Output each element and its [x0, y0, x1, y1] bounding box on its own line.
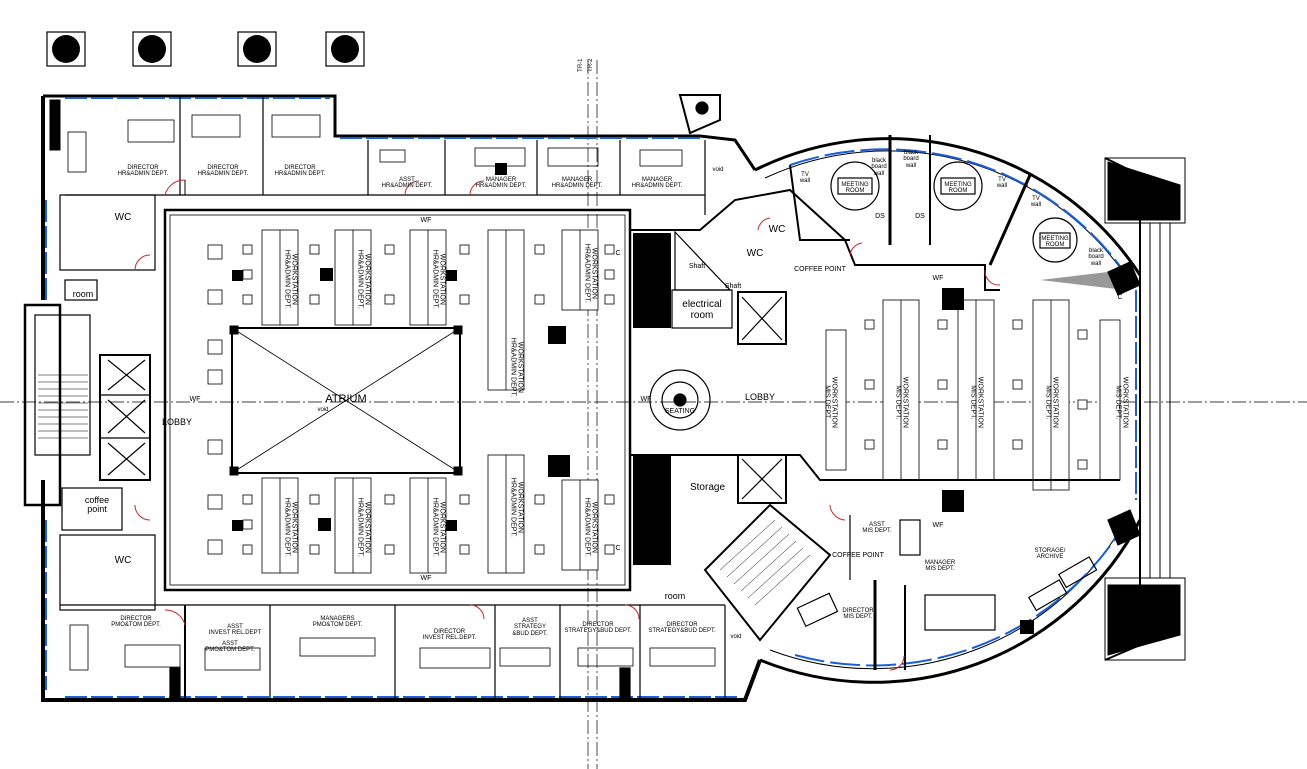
wc-label-center-1: WC [768, 224, 786, 235]
ws-label-hr-9: WORKSTATION HR&ADMIN DEPT. [509, 477, 524, 537]
lower-right-rooms [703, 503, 1098, 670]
room-label-bottom-small: room [664, 591, 686, 601]
left-core [23, 194, 156, 611]
ws-label-hr-5: WORKSTATION HR&ADMIN DEPT. [583, 243, 598, 303]
ws-label-hr-6: WORKSTATION HR&ADMIN DEPT. [283, 497, 298, 557]
grid-label-tr2: TR-2 [587, 58, 594, 72]
c-label-center-2: C [615, 545, 621, 552]
c-label-right: C [1117, 294, 1123, 301]
storage-label: Storage [689, 482, 726, 493]
seating-label: SEATING [664, 408, 696, 415]
director-invest-label: DIRECTOR INVEST REL.DEPT. [422, 629, 477, 642]
coffee-point-label-top: COFFEE POINT [794, 266, 846, 273]
wf-label-6: WF [932, 522, 944, 529]
director-strategy-label-2: DIRECTOR STRATEGY&BUD DEPT. [648, 622, 716, 635]
coffee-point-label-left: coffee point [84, 495, 110, 515]
lobby-label-center: LOBBY [744, 392, 775, 402]
ws-label-mis-4: WORKSTATION MIS DEPT. [1044, 376, 1059, 428]
void-label-top: void [712, 167, 724, 173]
meeting-room-label-2: MEETING ROOM [944, 182, 972, 195]
meeting-room-label-3: MEETING ROOM [1041, 236, 1069, 249]
room-label-director-hradmin-1: DIRECTOR HR&ADMIN DEPT. [117, 165, 169, 178]
director-mis-label: DIRECTOR MIS DEPT. [842, 608, 874, 621]
blackboard-label-2: black board wall [903, 150, 919, 169]
managers-pmo-label: MANAGERS PMO&TOM DEPT. [312, 616, 363, 629]
center-core [629, 94, 1120, 504]
c-label-right-2: C [1117, 516, 1123, 523]
bottom-offices [60, 604, 726, 700]
central-block [163, 208, 632, 592]
door-swings [134, 179, 1001, 671]
ds-label-1: DS [875, 213, 885, 220]
wf-label-2: WF [420, 217, 432, 224]
ws-label-hr-7: WORKSTATION HR&ADMIN DEPT. [356, 497, 371, 557]
column-markers [46, 31, 365, 67]
right-entrance-frame [1104, 157, 1186, 661]
ws-label-hr-2: WORKSTATION HR&ADMIN DEPT. [356, 249, 371, 309]
outer-walls [41, 94, 1142, 702]
room-label-left-small: room [72, 289, 94, 299]
top-offices [65, 96, 706, 215]
shaft-label-1: Shaft [688, 263, 706, 270]
blackboard-label-1: black board wall [871, 158, 887, 177]
room-label-manager-hradmin-2: MANAGER HR&ADMIN DEPT. [551, 177, 603, 190]
ws-label-mis-2: WORKSTATION MIS DEPT. [894, 376, 909, 428]
electrical-room-label: electrical room [682, 299, 722, 321]
wf-label-4: WF [640, 396, 652, 403]
tv-wall-label-3: TV wall [1030, 196, 1042, 209]
room-label-director-hradmin-2: DIRECTOR HR&ADMIN DEPT. [197, 165, 249, 178]
ws-label-mis-3: WORKSTATION MIS DEPT. [969, 376, 984, 428]
asst-pmo-label: ASST PMO&TOM DEPT. [205, 641, 255, 654]
c-label-center-1: C [615, 250, 621, 257]
wc-label-bottom-left: WC [114, 555, 132, 566]
chairs [207, 244, 1088, 555]
void-label-bottom: void [730, 634, 742, 640]
wc-label-center-2: WC [746, 248, 764, 259]
wf-label-1: WF [189, 396, 201, 403]
coffee-point-label-bottom: COFFEE POINT [832, 552, 884, 559]
wf-label-5: WF [932, 275, 944, 282]
tv-wall-label-2: TV wall [996, 177, 1008, 190]
tv-wall-label-1: TV wall [799, 172, 811, 185]
asst-invest-label: ASST INVEST REL.DEPT [208, 624, 262, 637]
room-label-asst-hradmin: ASST HR&ADMIN DEPT. [381, 177, 433, 190]
wf-label-3: WF [420, 575, 432, 582]
void-label-atrium: void [317, 407, 329, 413]
ds-label-2: DS [915, 213, 925, 220]
shaft-label-2: Shaft [724, 283, 742, 290]
asst-strategy-label: ASST STRATEGY &BUD DEPT. [512, 618, 548, 637]
asst-mis-label: ASST MIS DEPT. [862, 522, 892, 535]
grid-label-tr1: TR-1 [577, 58, 584, 72]
lobby-label-left: LOBBY [161, 417, 192, 427]
room-label-manager-hradmin-1: MANAGER HR&ADMIN DEPT. [475, 177, 527, 190]
ws-label-hr-4: WORKSTATION HR&ADMIN DEPT. [509, 337, 524, 397]
ws-label-hr-3: WORKSTATION HR&ADMIN DEPT. [431, 249, 446, 309]
meeting-rooms [789, 135, 1141, 546]
workstation-clusters [261, 229, 1121, 574]
ws-label-hr-1: WORKSTATION HR&ADMIN DEPT. [283, 249, 298, 309]
meeting-room-label-1: MEETING ROOM [841, 182, 869, 195]
storage-archive-label: STORAGE/ ARCHIVE [1034, 548, 1066, 561]
director-strategy-label-1: DIRECTOR STRATEGY&BUD DEPT. [564, 622, 632, 635]
ws-label-mis-5: WORKSTATION MIS DEPT. [1114, 376, 1129, 428]
ws-label-mis-1: WORKSTATION MIS DEPT. [823, 376, 838, 428]
ws-label-hr-8: WORKSTATION HR&ADMIN DEPT. [431, 497, 446, 557]
structural-columns [232, 163, 1034, 634]
room-label-director-hradmin-3: DIRECTOR HR&ADMIN DEPT. [274, 165, 326, 178]
atrium-label: ATRIUM [325, 393, 367, 405]
blackboard-label-3: black board wall [1088, 248, 1104, 267]
wc-label-top-left: WC [114, 212, 132, 223]
grid-axes [0, 60, 1307, 769]
manager-mis-label: MANAGER MIS DEPT. [924, 560, 956, 573]
director-pmo-label: DIRECTOR PMO&TOM DEPT. [111, 616, 161, 629]
room-label-manager-hradmin-3: MANAGER HR&ADMIN DEPT. [631, 177, 683, 190]
ws-label-hr-10: WORKSTATION HR&ADMIN DEPT. [583, 497, 598, 557]
